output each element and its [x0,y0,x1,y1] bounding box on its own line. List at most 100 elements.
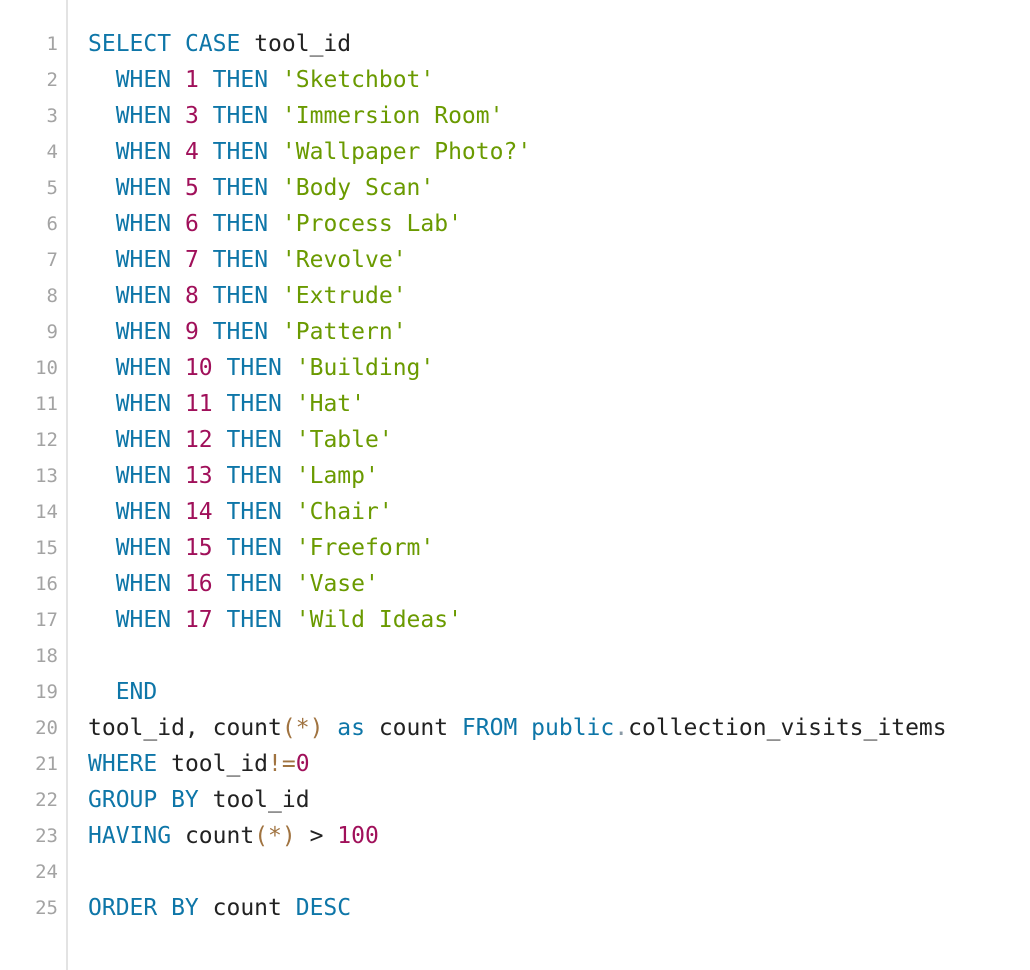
code-text: WHEN 13 THEN 'Lamp' [88,458,379,494]
sql-identifier [213,571,227,597]
code-line[interactable]: 14 WHEN 14 THEN 'Chair' [0,494,1030,530]
sql-identifier [88,571,116,597]
code-text: WHEN 14 THEN 'Chair' [88,494,393,530]
code-line[interactable]: 12 WHEN 12 THEN 'Table' [0,422,1030,458]
line-number: 11 [35,393,58,415]
sql-number: 15 [184,535,213,561]
sql-number: 4 [184,139,199,165]
sql-number: 9 [184,319,199,345]
line-number: 6 [46,213,58,235]
sql-number: 14 [184,499,213,525]
sql-identifier [282,499,296,525]
sql-identifier [213,355,227,381]
sql-keyword: public [531,715,615,741]
sql-string: 'Vase' [295,571,379,597]
sql-identifier [171,175,185,201]
sql-identifier [213,391,227,417]
sql-number: 12 [184,427,213,453]
sql-identifier: count [171,823,255,849]
code-line[interactable]: 1 SELECT CASE tool_id [0,26,1030,62]
sql-identifier [88,607,116,633]
code-text: WHEN 7 THEN 'Revolve' [88,242,407,278]
sql-identifier [171,31,185,57]
sql-identifier [199,67,213,93]
sql-identifier [199,139,213,165]
sql-identifier [88,535,116,561]
sql-keyword: SELECT [88,31,172,57]
code-line[interactable]: 24 [0,854,1030,890]
sql-keyword: THEN [226,391,282,417]
sql-keyword: THEN [226,607,282,633]
code-line[interactable]: 7 WHEN 7 THEN 'Revolve' [0,242,1030,278]
code-line[interactable]: 15 WHEN 15 THEN 'Freeform' [0,530,1030,566]
code-line[interactable]: 5 WHEN 5 THEN 'Body Scan' [0,170,1030,206]
code-text: GROUP BY tool_id [88,782,310,818]
sql-identifier: count [364,715,462,741]
code-line[interactable]: 13 WHEN 13 THEN 'Lamp' [0,458,1030,494]
sql-keyword: THEN [212,211,269,237]
line-number: 13 [35,465,58,487]
code-line[interactable]: 18 [0,638,1030,674]
code-text: SELECT CASE tool_id [88,26,351,62]
sql-string: 'Chair' [295,499,393,525]
code-text: ORDER BY count DESC [88,890,351,926]
sql-identifier: tool_id [198,787,310,813]
sql-keyword: THEN [226,499,282,525]
code-line[interactable]: 4 WHEN 4 THEN 'Wallpaper Photo?' [0,134,1030,170]
code-line[interactable]: 6 WHEN 6 THEN 'Process Lab' [0,206,1030,242]
sql-identifier [88,391,116,417]
sql-keyword: WHEN [115,211,172,237]
sql-identifier [282,355,296,381]
code-line[interactable]: 9 WHEN 9 THEN 'Pattern' [0,314,1030,350]
code-line[interactable]: 19 END [0,674,1030,710]
code-line[interactable]: 2 WHEN 1 THEN 'Sketchbot' [0,62,1030,98]
line-number: 19 [35,681,58,703]
sql-identifier [88,319,116,345]
code-line[interactable]: 8 WHEN 8 THEN 'Extrude' [0,278,1030,314]
code-text: WHEN 5 THEN 'Body Scan' [88,170,435,206]
sql-number: 0 [295,751,310,777]
sql-identifier [199,319,213,345]
sql-string: 'Wallpaper Photo?' [281,139,532,165]
sql-keyword: CASE [184,31,241,57]
code-text: WHEN 15 THEN 'Freeform' [88,530,435,566]
sql-keyword: DESC [295,895,352,921]
sql-keyword: WHEN [115,319,172,345]
sql-keyword: THEN [212,283,269,309]
sql-identifier [88,463,116,489]
sql-identifier [268,247,282,273]
sql-identifier [213,607,227,633]
sql-keyword: THEN [212,247,269,273]
code-line[interactable]: 3 WHEN 3 THEN 'Immersion Room' [0,98,1030,134]
sql-identifier [171,355,185,381]
sql-string: 'Immersion Room' [281,103,504,129]
line-number: 1 [46,33,58,55]
code-line[interactable]: 16 WHEN 16 THEN 'Vase' [0,566,1030,602]
code-line[interactable]: 11 WHEN 11 THEN 'Hat' [0,386,1030,422]
sql-number: 11 [184,391,213,417]
sql-identifier [88,67,116,93]
sql-identifier [171,463,185,489]
code-text: WHERE tool_id!=0 [88,746,310,782]
sql-identifier [199,283,213,309]
sql-keyword: FROM [461,715,518,741]
sql-string: 'Pattern' [281,319,407,345]
sql-number: 3 [184,103,199,129]
line-number: 16 [35,573,58,595]
sql-string: 'Building' [295,355,435,381]
code-line[interactable]: 10 WHEN 10 THEN 'Building' [0,350,1030,386]
sql-number: 6 [184,211,199,237]
line-number: 9 [46,321,58,343]
code-line[interactable]: 17 WHEN 17 THEN 'Wild Ideas' [0,602,1030,638]
sql-identifier [171,571,185,597]
sql-identifier [213,535,227,561]
sql-keyword: as [337,715,365,741]
sql-identifier [199,247,213,273]
